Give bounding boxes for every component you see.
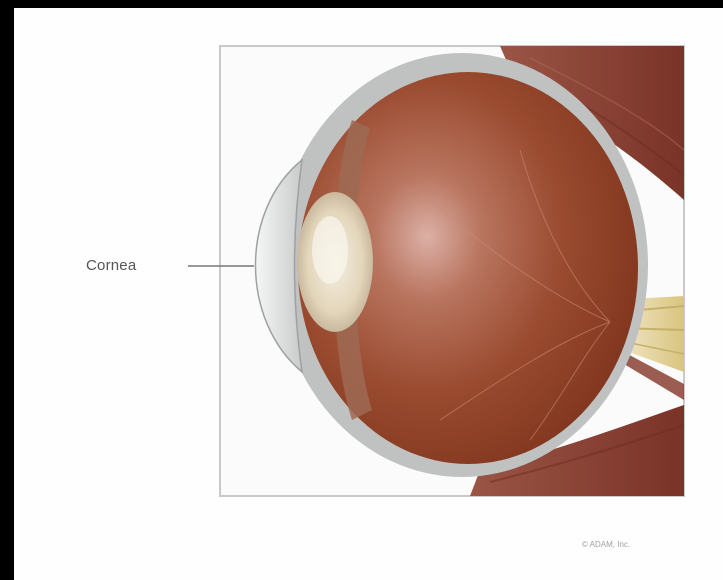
copyright-credit: © ADAM, Inc. — [582, 540, 630, 549]
cornea-label: Cornea — [86, 257, 136, 274]
